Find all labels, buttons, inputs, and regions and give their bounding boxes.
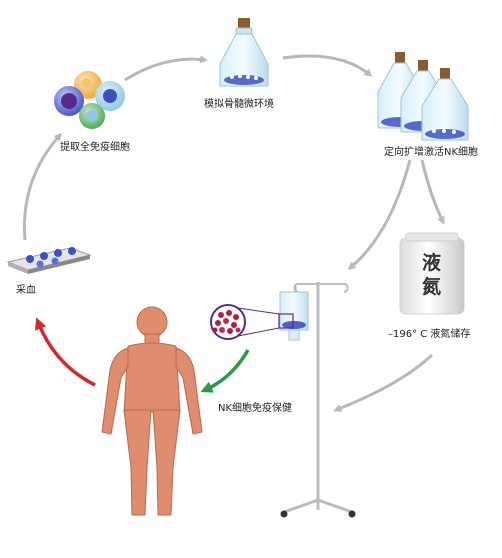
arrow-blood-to-cells [22, 132, 62, 241]
step-label-cryo-storage: –196° C 液氮储存 [388, 329, 471, 340]
culture-flask-icon [219, 18, 269, 87]
arrow-activation-to-storage [420, 159, 445, 225]
arrow-activation-to-infusion [347, 159, 412, 270]
arrow-cells-to-marrow [124, 55, 208, 82]
blood-sample-plate-icon [6, 247, 92, 274]
arrow-marrow-to-activation [282, 54, 373, 77]
magnified-nk-cells-icon [210, 304, 246, 340]
tank-label-char-2: 氮 [422, 276, 442, 298]
human-body-icon [101, 306, 203, 516]
arrow-body-to-blood-red [34, 317, 96, 387]
three-culture-flasks-icon [377, 52, 469, 141]
arrow-storage-to-infusion [333, 353, 434, 412]
arrow-infusion-to-body-green [200, 349, 250, 393]
step-label-blood-collection: 采血 [16, 285, 36, 296]
step-label-simulate-marrow: 模拟骨髓微环境 [204, 99, 274, 110]
iv-bag-icon [237, 286, 309, 341]
immune-cells-icon [54, 71, 125, 129]
step-label-activate-nk: 定向扩增激活NK细胞 [384, 147, 479, 158]
liquid-nitrogen-tank-icon [399, 232, 465, 315]
step-label-nk-care: NK细胞免疫保健 [218, 403, 293, 414]
step-label-extract-cells: 提取全免疫细胞 [60, 142, 130, 153]
tank-label-char-1: 液 [422, 252, 442, 274]
